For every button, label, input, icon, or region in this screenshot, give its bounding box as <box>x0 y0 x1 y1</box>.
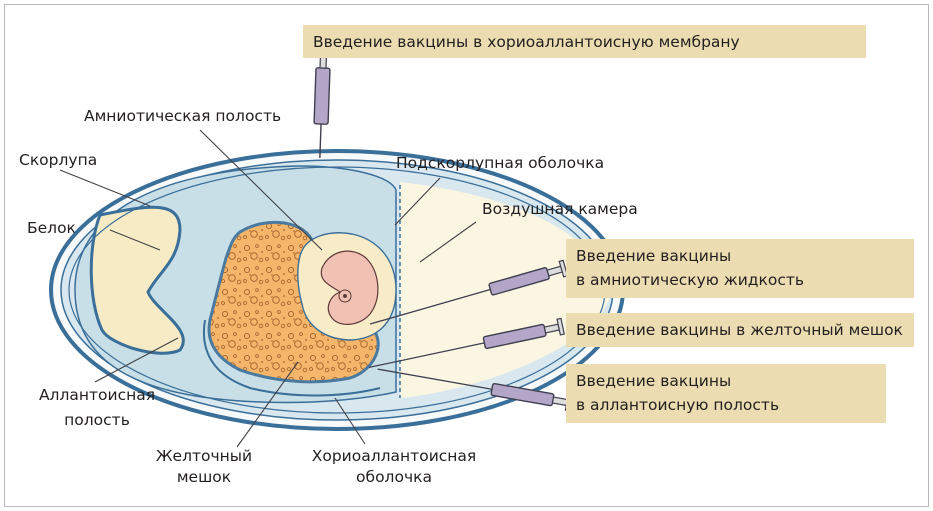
label-chorioallantoic-line2: оболочка <box>294 467 494 488</box>
route-amniotic-line2: в амниотическую жидкость <box>576 268 904 292</box>
route-cam-box: Введение вакцины в хориоаллантоисную мем… <box>303 25 866 58</box>
label-chorioallantoic-line1: Хориоаллантоисная <box>294 446 494 467</box>
label-shell: Скорлупа <box>19 150 97 171</box>
syringe-top <box>311 50 333 159</box>
label-yolk-sac-line2: мешок <box>154 467 254 488</box>
route-amniotic-line1: Введение вакцины <box>576 244 904 268</box>
route-yolk-box: Введение вакцины в желточный мешок <box>566 313 914 347</box>
route-allantoic-line2: в аллантоисную полость <box>576 393 876 417</box>
label-subshell-membrane: Подскорлупная оболочка <box>396 153 604 174</box>
label-chorioallantoic: Хориоаллантоисная оболочка <box>294 446 494 488</box>
label-allantoic-cavity-line1: Аллантоисная <box>32 385 162 406</box>
route-yolk-text: Введение вакцины в желточный мешок <box>576 318 904 342</box>
label-yolk-sac: Желточный мешок <box>154 446 254 488</box>
label-albumen: Белок <box>27 218 76 239</box>
label-amniotic-cavity: Амниотическая полость <box>84 106 281 127</box>
route-cam-text: Введение вакцины в хориоаллантоисную мем… <box>313 30 856 54</box>
label-air-chamber: Воздушная камера <box>482 199 638 220</box>
route-allantoic-box: Введение вакцины в аллантоисную полость <box>566 364 886 423</box>
label-allantoic-cavity: Аллантоисная полость <box>32 385 162 431</box>
label-yolk-sac-line1: Желточный <box>154 446 254 467</box>
route-allantoic-line1: Введение вакцины <box>576 369 876 393</box>
route-amniotic-box: Введение вакцины в амниотическую жидкост… <box>566 239 914 298</box>
label-allantoic-cavity-line2: полость <box>32 410 162 431</box>
